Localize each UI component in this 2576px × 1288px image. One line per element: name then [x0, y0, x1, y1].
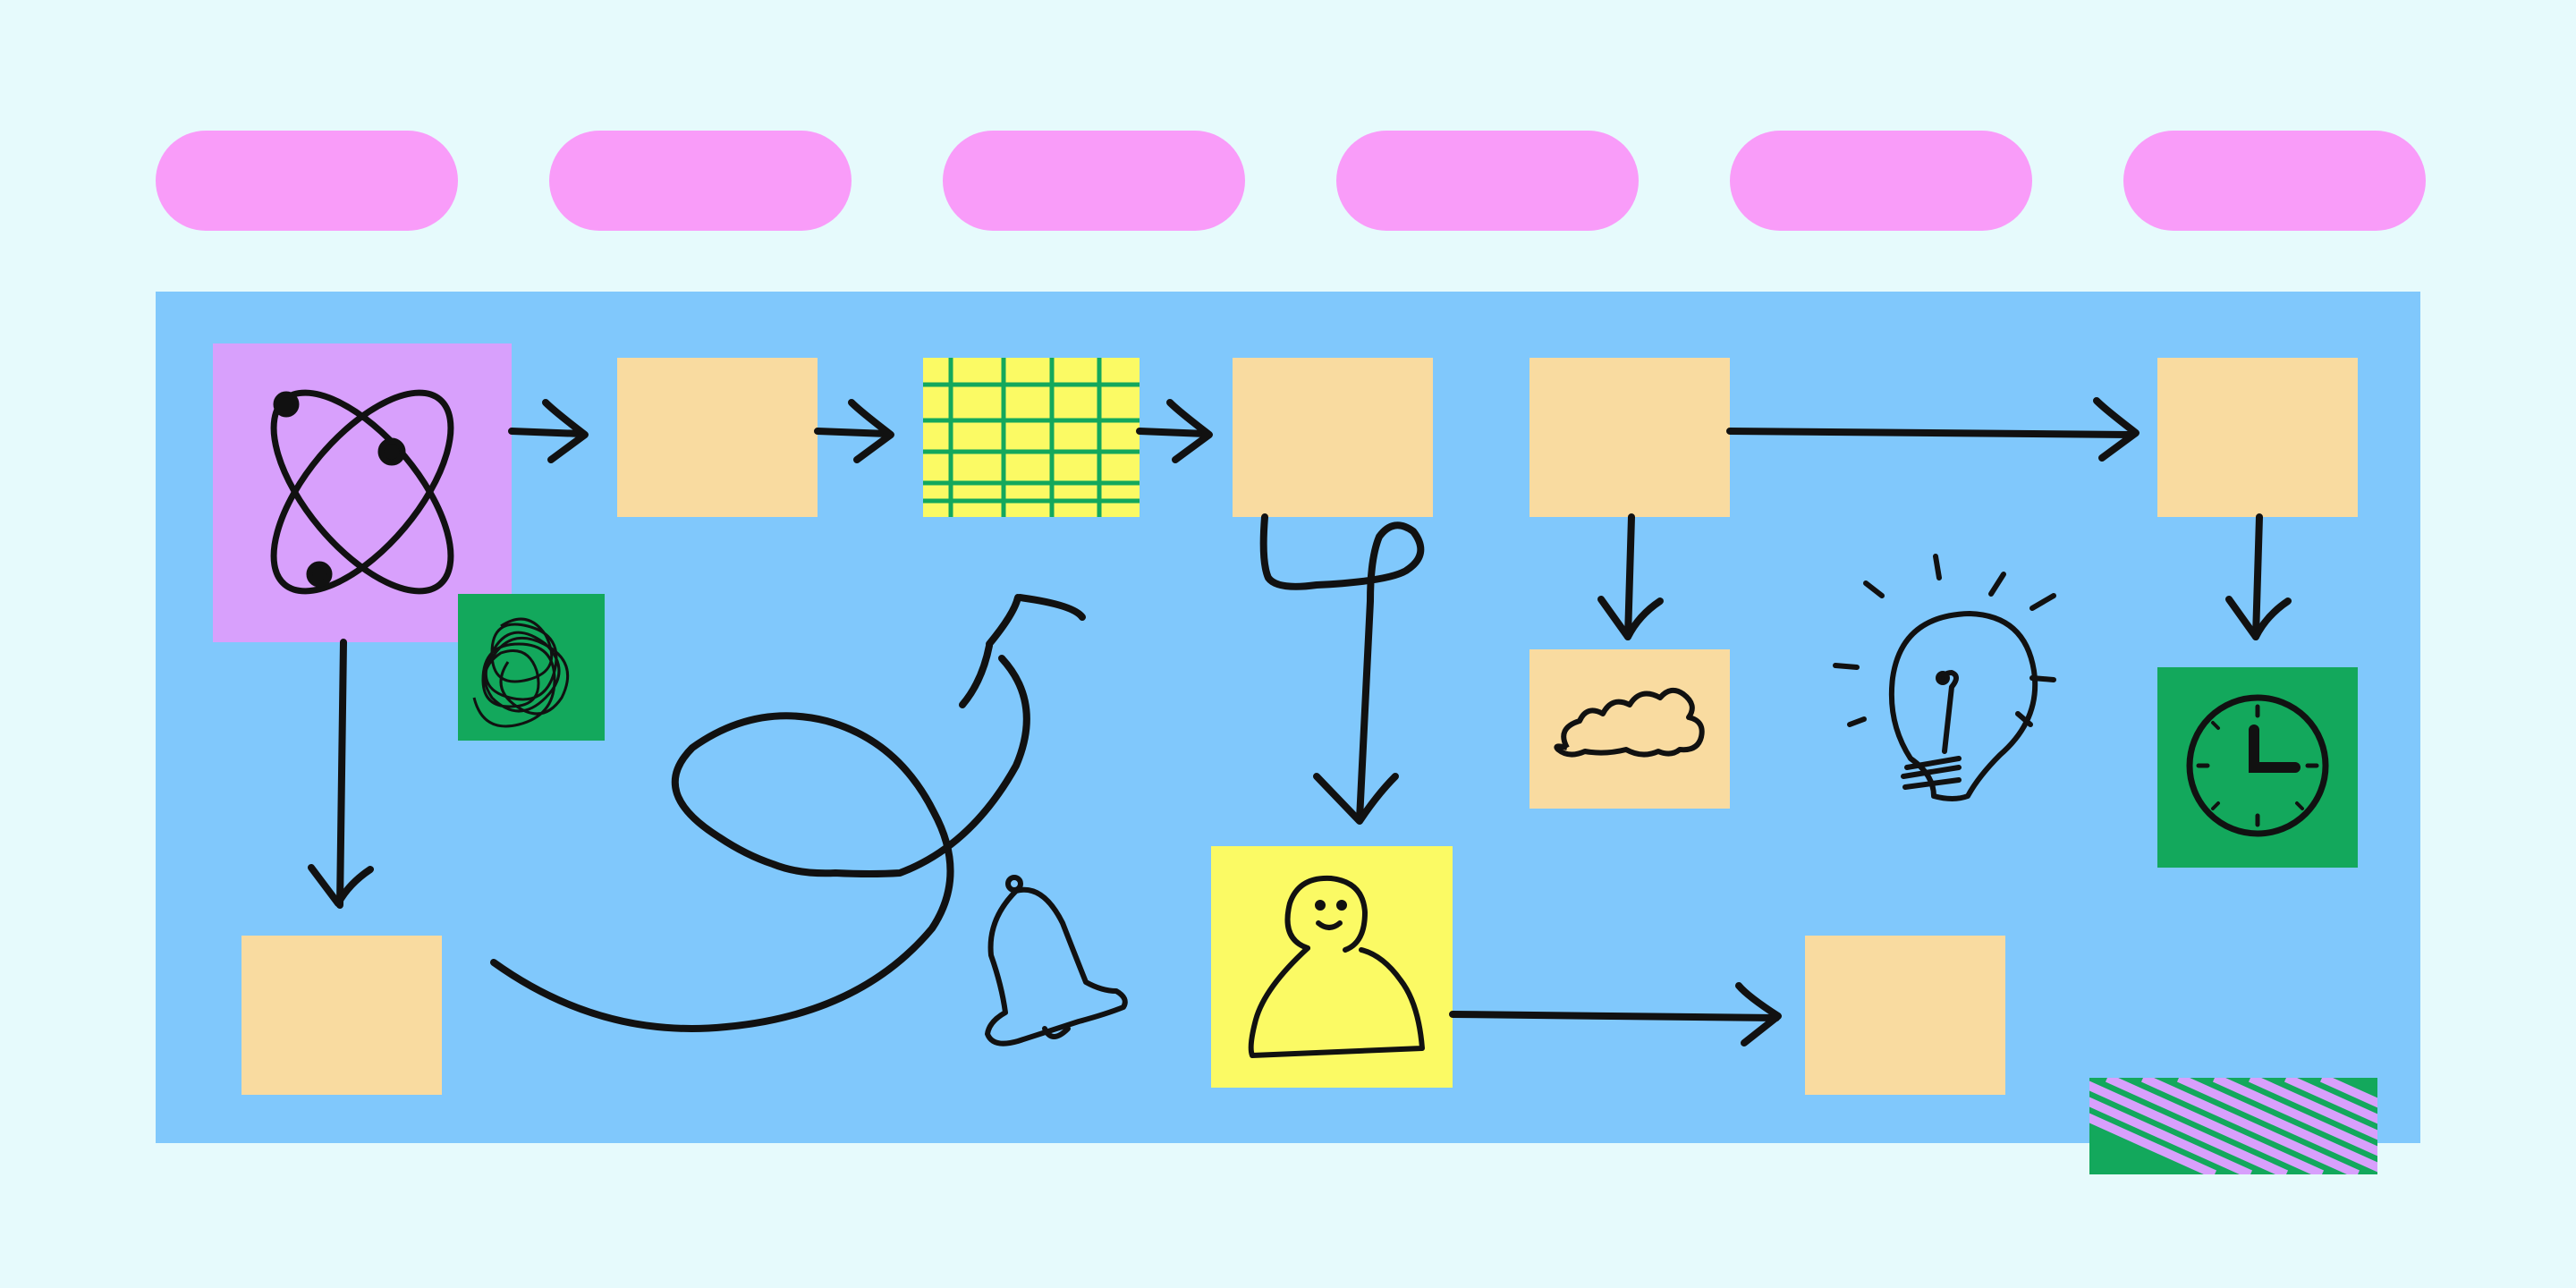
- atom-icon: [270, 389, 454, 595]
- clock-icon: [2186, 694, 2329, 837]
- process-tile[interactable]: [1233, 358, 1433, 517]
- lightbulb-icon[interactable]: [1833, 554, 2056, 801]
- person-card[interactable]: [1211, 846, 1453, 1088]
- scribble-card[interactable]: [458, 594, 605, 741]
- person-icon: [1248, 875, 1425, 1058]
- header-pill[interactable]: [943, 131, 1245, 231]
- grid-pattern-icon: [923, 358, 1140, 517]
- process-tile[interactable]: [617, 358, 818, 517]
- stripes-card[interactable]: [2000, 1078, 2537, 1174]
- bell-icon[interactable]: [985, 875, 1128, 1046]
- cloud-card[interactable]: [1530, 649, 1730, 809]
- header-pill[interactable]: [1336, 131, 1639, 231]
- scribble-icon: [472, 617, 570, 728]
- clock-card[interactable]: [2157, 667, 2358, 868]
- process-tile[interactable]: [1530, 358, 1730, 517]
- process-tile[interactable]: [242, 936, 442, 1095]
- header-pill[interactable]: [549, 131, 852, 231]
- header-pill[interactable]: [156, 131, 458, 231]
- process-tile[interactable]: [2157, 358, 2358, 517]
- process-tile[interactable]: [1805, 936, 2005, 1095]
- stripes-pattern-icon: [2089, 1078, 2377, 1174]
- grid-card[interactable]: [923, 358, 1140, 517]
- header-pill[interactable]: [1730, 131, 2032, 231]
- connectors: [308, 397, 2292, 1046]
- header-pill[interactable]: [2123, 131, 2426, 231]
- atom-card[interactable]: [213, 343, 512, 642]
- header-pills: [156, 131, 2426, 231]
- cloud-icon: [1554, 687, 1705, 758]
